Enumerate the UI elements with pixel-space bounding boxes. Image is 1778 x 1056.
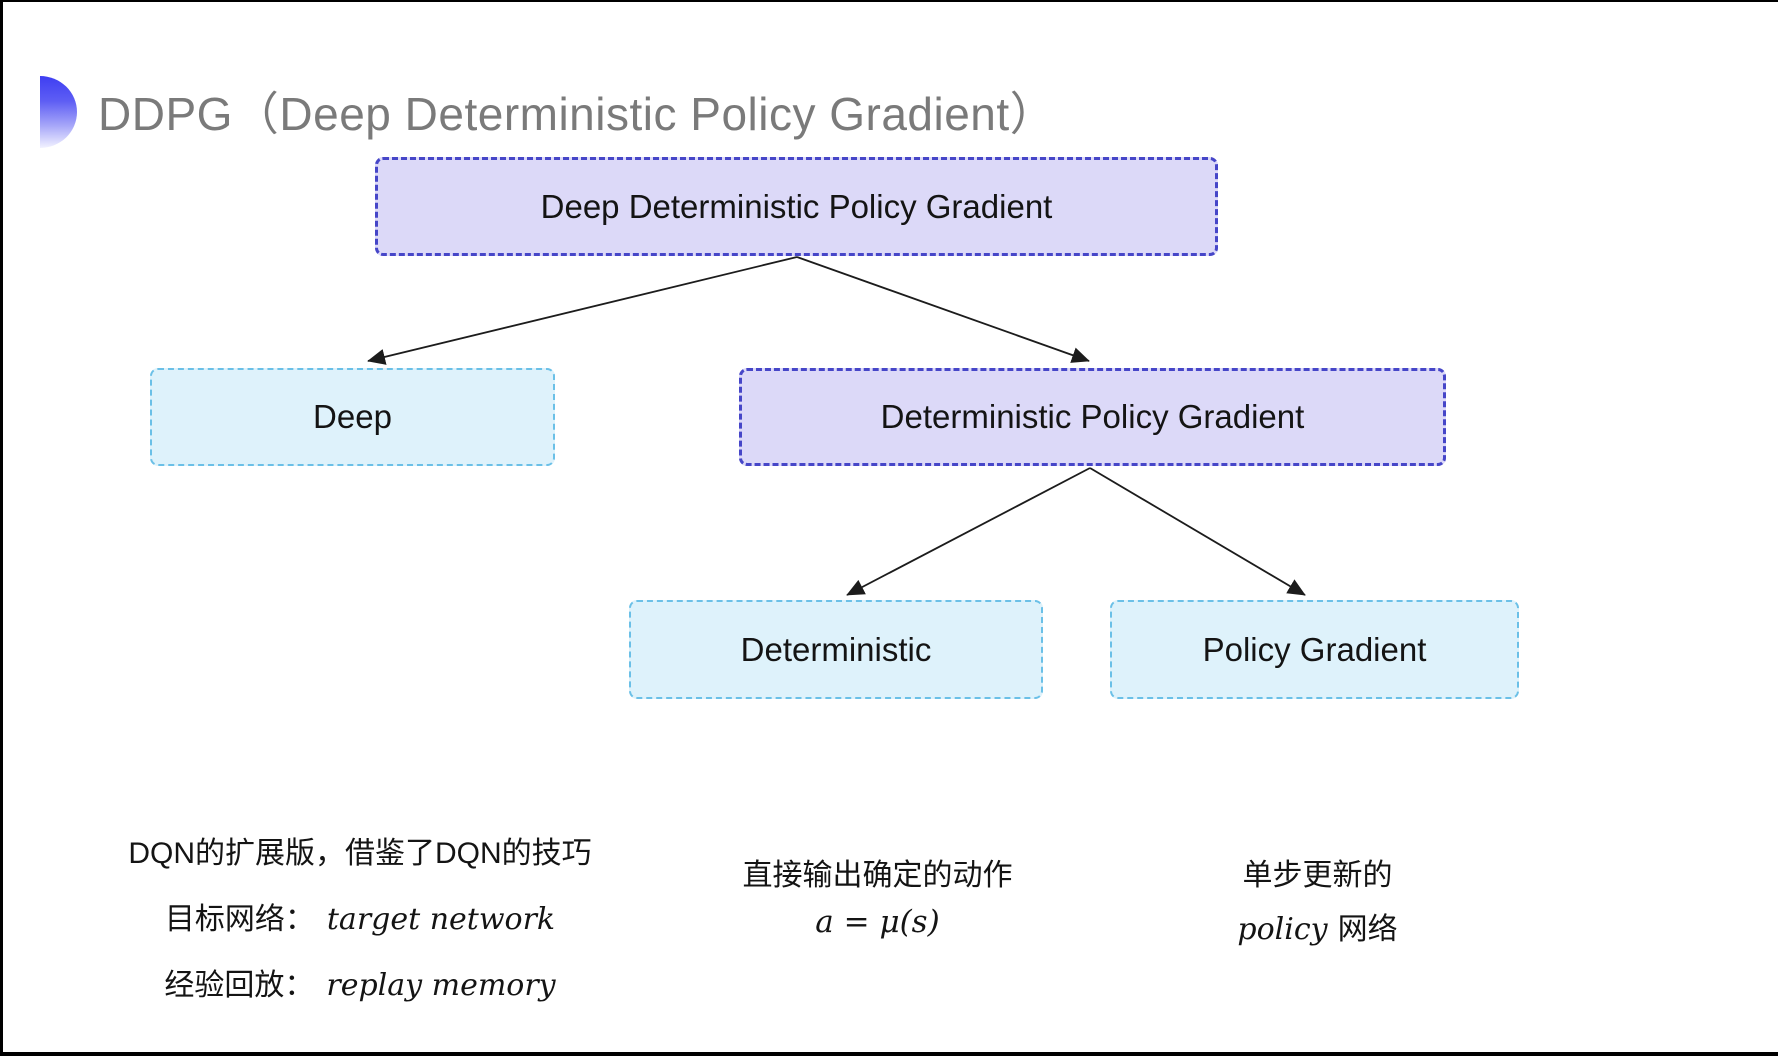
connector-root-to-deep xyxy=(367,256,798,365)
note-line: DQN的扩展版，借鉴了DQN的技巧 xyxy=(128,837,592,870)
note-label-zh: 网络 xyxy=(1337,913,1398,946)
page-title: DDPG（Deep Deterministic Policy Gradient） xyxy=(98,88,1057,140)
connector-dpg-to-deterministic xyxy=(846,467,1091,596)
note-policy-network: 单步更新的 policy 网络 xyxy=(1130,850,1505,948)
frame-bottom-edge xyxy=(0,1052,1778,1056)
note-label-zh: 目标网络： xyxy=(164,903,315,936)
node-deterministic: Deterministic xyxy=(629,600,1043,699)
note-deterministic-action: 直接输出确定的动作 a = μ(s) xyxy=(690,850,1065,940)
note-term-en: target network xyxy=(326,902,556,937)
node-label: Deterministic Policy Gradient xyxy=(880,398,1305,435)
note-term-en: policy xyxy=(1237,912,1328,947)
note-label-zh: 经验回放： xyxy=(164,969,315,1002)
node-label: Policy Gradient xyxy=(1202,630,1427,668)
connector-dpg-to-policy-gradient xyxy=(1089,467,1306,596)
frame-left-edge xyxy=(0,0,3,1056)
note-line: 经验回放： replay memory xyxy=(164,960,555,1004)
note-line: 直接输出确定的动作 xyxy=(742,859,1013,892)
note-term-en: replay memory xyxy=(326,968,556,1003)
node-deep: Deep xyxy=(150,368,555,466)
connector-root-to-dpg xyxy=(796,256,1090,363)
node-label: Deterministic xyxy=(740,630,932,668)
node-label: Deep Deterministic Policy Gradient xyxy=(540,187,1053,225)
note-line: 目标网络： target network xyxy=(165,894,555,938)
note-dqn-extension: DQN的扩展版，借鉴了DQN的技巧 目标网络： target network 经验… xyxy=(105,828,615,1004)
frame-top-edge xyxy=(0,0,1778,2)
node-deep-deterministic-policy-gradient: Deep Deterministic Policy Gradient xyxy=(375,157,1218,256)
note-line: 单步更新的 xyxy=(1242,859,1393,892)
node-policy-gradient: Policy Gradient xyxy=(1110,600,1519,699)
title-bullet-icon xyxy=(40,76,77,148)
node-label: Deep xyxy=(313,398,392,435)
note-formula: a = μ(s) xyxy=(815,904,940,940)
node-deterministic-policy-gradient: Deterministic Policy Gradient xyxy=(739,368,1446,466)
note-line: policy 网络 xyxy=(1237,904,1397,948)
